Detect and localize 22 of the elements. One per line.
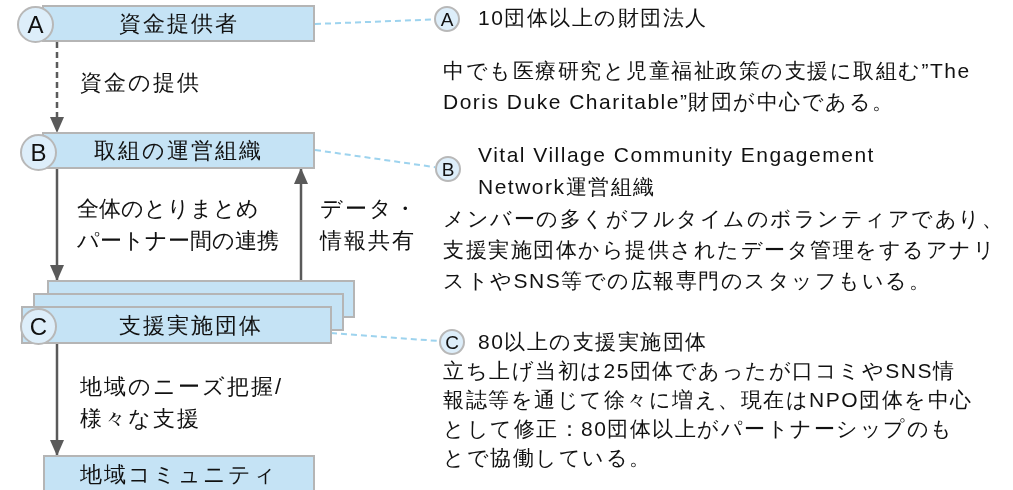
box-label: 資金提供者 xyxy=(118,9,239,38)
heading-text: 80以上の支援実施団体 xyxy=(478,329,709,355)
entity-box xyxy=(43,455,315,490)
description-text: 中でも医療研究と児童福祉政策の支援に取組む”The Doris Duke Charitable”財団が中心である。 xyxy=(443,58,972,115)
stacked-box xyxy=(21,280,355,344)
letter-circle: B xyxy=(20,134,57,171)
letter-circle: A xyxy=(434,6,460,32)
letter-circle: B xyxy=(435,156,461,182)
dashed-connector xyxy=(314,149,437,169)
box-label: 地域コミュニティ xyxy=(80,461,278,489)
heading-text: 10団体以上の財団法人 xyxy=(478,5,709,31)
box-label: 支援実施団体 xyxy=(118,312,264,340)
arrow xyxy=(50,169,64,281)
arrow xyxy=(50,42,64,133)
box-label: 取組の運営組織 xyxy=(94,136,263,165)
arrow xyxy=(294,168,308,280)
letter-circle: A xyxy=(17,6,54,43)
description-text: 立ち上げ当初は25団体であったが口コミやSNS情報誌等を通じて徐々に増え、現在はNPO団体を中心として修正：80団体以上がパートナーシップのもとで協働している。 xyxy=(443,358,973,471)
heading-text: Vital Village Community Engagement Network運営組織 xyxy=(478,142,876,200)
description-text: メンバーの多くがフルタイムのボランティアであり、支援実施団体から提供されたデータ管理をするアナリストやSNS等での広報専門のスタッフもいる。 xyxy=(443,206,1005,294)
entity-box xyxy=(42,5,315,42)
letter-circle: C xyxy=(439,329,465,355)
